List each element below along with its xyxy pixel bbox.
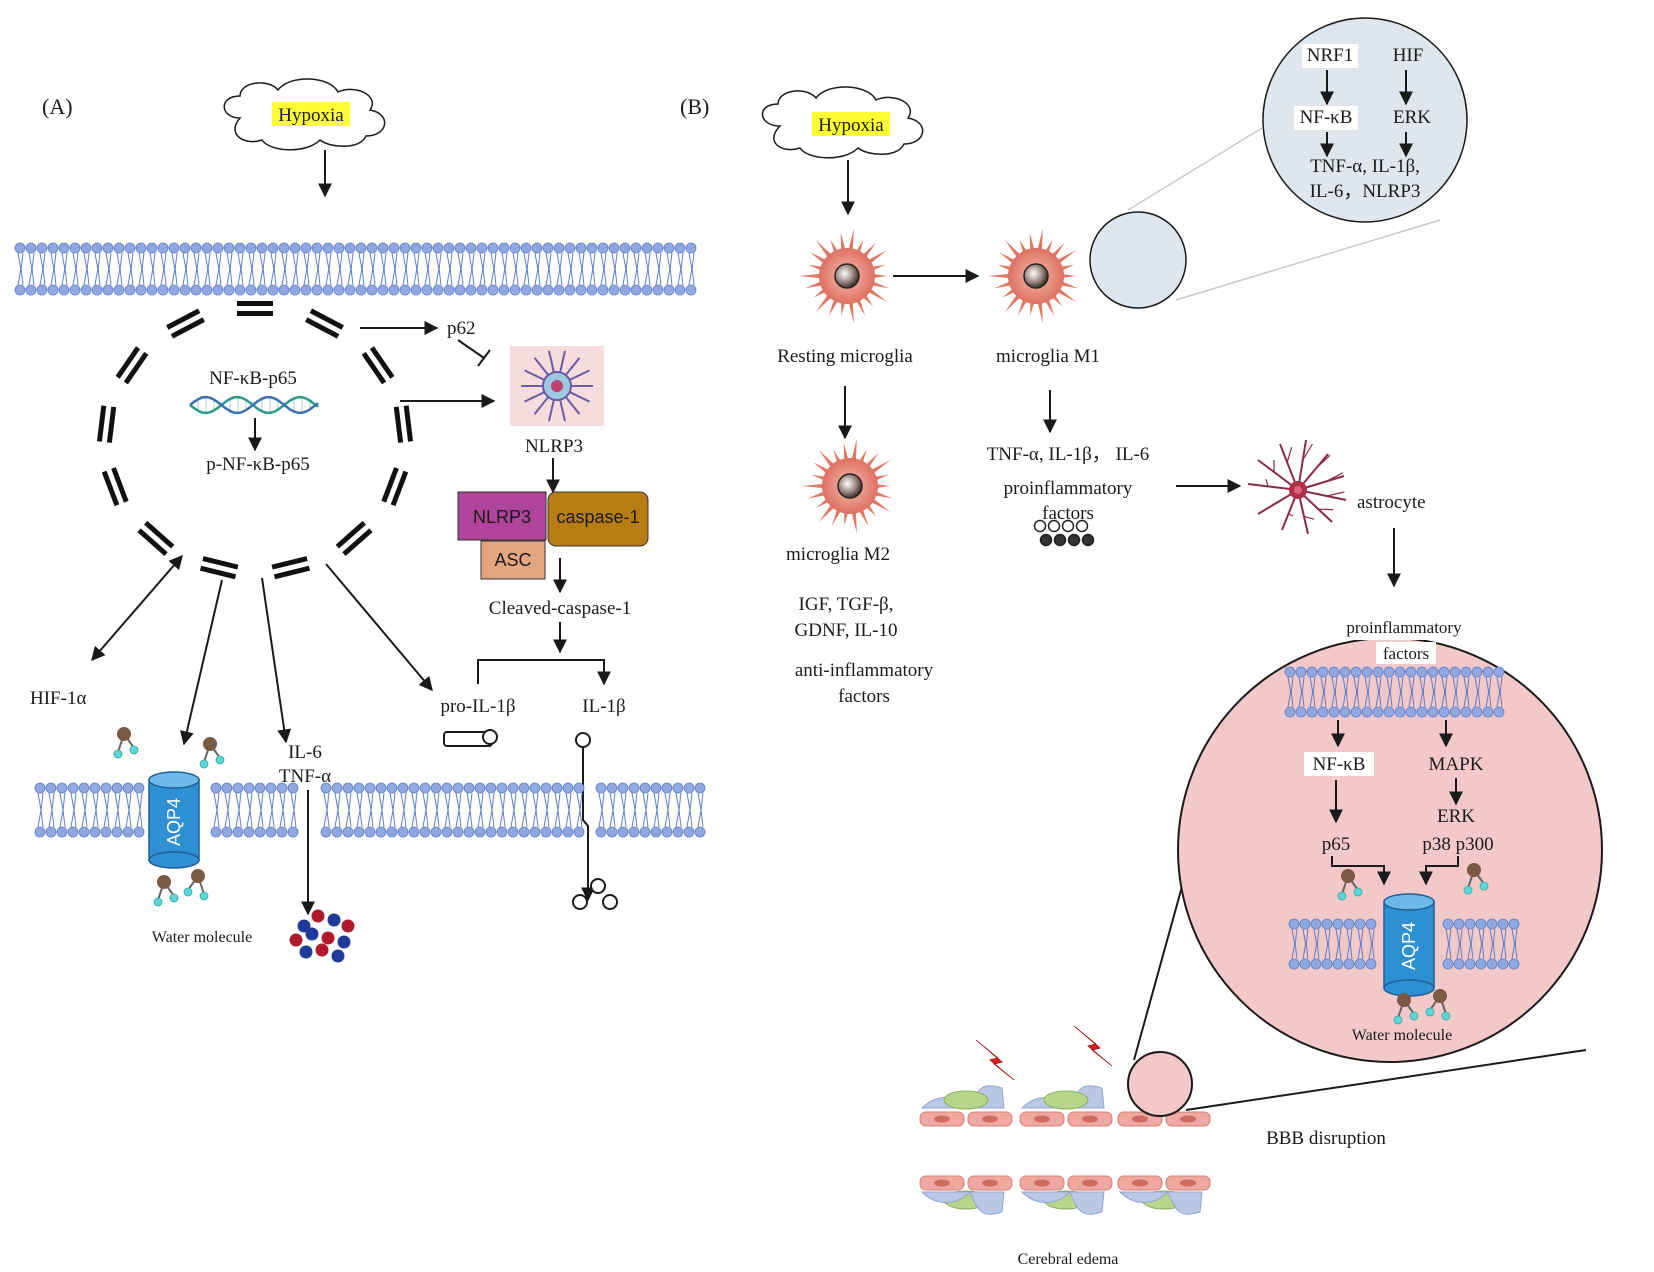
nlrp3-label: NLRP3	[525, 436, 583, 457]
astrocyte-cell	[1247, 439, 1347, 535]
hypoxia-highlight-a	[272, 102, 350, 126]
anti-inflammatory-line1: anti-inflammatory	[795, 660, 934, 681]
proinflammatory-line1: proinflammatory	[1004, 478, 1133, 499]
caspase-1-box-label: caspase-1	[556, 507, 639, 527]
aqp4-label-b: AQP4	[1399, 922, 1419, 970]
mapk-label: MAPK	[1429, 754, 1484, 775]
resting-microglia-cell	[799, 228, 890, 324]
zoom-line-upper	[1127, 127, 1263, 211]
hypoxia-cloud-b: Hypoxia	[761, 86, 924, 159]
microglia-m2-label: microglia M2	[786, 544, 890, 565]
panel-b-label: (B)	[680, 94, 709, 119]
zoom-circle-pink	[1177, 637, 1603, 1063]
resting-microglia-label: Resting microglia	[777, 346, 913, 367]
water-molecules-b	[1337, 863, 1489, 1025]
aqp4-label-a: AQP4	[164, 798, 184, 846]
zoom-pro-line1: proinflammatory	[1346, 618, 1462, 637]
il1b-label-a: IL-1β	[582, 696, 625, 717]
p65-label: p65	[1322, 834, 1351, 855]
astrocyte-membrane-top	[1284, 666, 1505, 718]
p62-label: p62	[447, 318, 476, 339]
arrow-to-pro-il1b	[325, 563, 433, 692]
m1-factors-label: TNF-α, IL-1β， IL-6	[987, 444, 1150, 465]
hif-label: HIF	[1393, 45, 1424, 66]
zoom-line-pink-right	[1185, 1049, 1587, 1111]
arrow-to-il6	[261, 577, 292, 744]
nlrp3-box-label: NLRP3	[473, 507, 531, 527]
zoom-line-lower	[1175, 219, 1441, 301]
arrow-hif1a	[91, 554, 183, 662]
caspase-1-box	[547, 491, 649, 547]
hypoxia-cloud-a: Hypoxia	[223, 78, 386, 151]
microglia-m1-label: microglia M1	[996, 346, 1100, 367]
secreted-cytokines	[289, 909, 355, 963]
pro-il1b-label: pro-IL-1β	[440, 696, 515, 717]
nrf1-label: NRF1	[1307, 45, 1353, 66]
arrow-il1b-secretion	[581, 748, 595, 902]
nrf1-bg	[1302, 44, 1358, 68]
cell-membrane-top	[14, 242, 697, 296]
asc-box	[480, 540, 546, 580]
microglia-m2-cell	[802, 438, 893, 534]
pro-il1b-icon	[443, 729, 498, 747]
water-label-a: Water molecule	[152, 929, 252, 946]
anti-inflammatory-line2: factors	[838, 686, 890, 707]
nuclear-envelope	[96, 301, 414, 580]
secreted-il1b	[572, 878, 618, 910]
inhibit-p62	[457, 339, 485, 359]
nfkb-bg-top	[1294, 106, 1358, 130]
arrow-p38-to-aqp4	[1419, 856, 1459, 886]
nlrp3-box	[457, 491, 547, 541]
zoom-pro-line2: factors	[1383, 644, 1429, 663]
nfkb-label-top: NF-κB	[1300, 107, 1353, 128]
cleaved-caspase-label: Cleaved-caspase-1	[489, 598, 631, 619]
pro2-bg-b	[1376, 642, 1436, 664]
dna-helix	[189, 395, 319, 415]
il1b-icon	[575, 732, 591, 748]
pro-bg-b	[1332, 616, 1476, 640]
p38-p300-label: p38 p300	[1422, 834, 1493, 855]
cerebral-edema-label: Cerebral edema	[1018, 1251, 1119, 1268]
nfkb-bg-b	[1304, 752, 1374, 776]
nfkb-p65-label: NF-κB-p65	[209, 368, 297, 389]
nfkb-label-b: NF-κB	[1313, 754, 1366, 775]
m2-factors-line1: IGF, TGF-β,	[799, 594, 894, 615]
water-molecules-a	[113, 727, 225, 907]
tnfa-label-a: TNF-α	[279, 766, 331, 787]
blood-brain-barrier	[919, 1025, 1211, 1215]
m2-factors-line2: GDNF, IL-10	[795, 620, 898, 641]
cell-membrane-bottom	[34, 782, 706, 838]
zoom-source-circle-top	[1089, 211, 1187, 309]
water-label-b: Water molecule	[1352, 1027, 1452, 1044]
zoom-source-circle-pink	[1127, 1051, 1193, 1117]
zoom-top-output-1: TNF-α, IL-1β,	[1310, 156, 1420, 177]
hypoxia-highlight-b	[812, 112, 890, 136]
nlrp3-inflammasome-icon	[510, 346, 604, 426]
asc-box-label: ASC	[494, 550, 531, 570]
arrow-p65-to-aqp4	[1331, 856, 1391, 886]
proinflammatory-dots	[1033, 519, 1095, 547]
panel-a-label: (A)	[42, 94, 73, 119]
inhibit-bar	[477, 349, 491, 367]
bracket-pro-to-il1b	[477, 659, 611, 686]
erk-label-b: ERK	[1437, 806, 1475, 827]
aqp4-channel-b: AQP4	[1383, 893, 1435, 997]
hypoxia-label-b: Hypoxia	[818, 115, 884, 136]
astrocyte-membrane-bottom	[1288, 918, 1520, 970]
proinflammatory-line2: factors	[1042, 503, 1094, 524]
microglia-m1-cell	[988, 228, 1079, 324]
zoom-top-output-2: IL-6，NLRP3	[1310, 181, 1421, 202]
astrocyte-label: astrocyte	[1357, 492, 1426, 513]
il6-label-a: IL-6	[288, 742, 322, 763]
arrow-to-aqp4	[180, 579, 223, 746]
bbb-disruption-label: BBB disruption	[1266, 1128, 1386, 1149]
hif1a-label: HIF-1α	[30, 688, 86, 709]
p-nfkb-p65-label: p-NF-κB-p65	[206, 454, 310, 475]
aqp4-channel-a: AQP4	[148, 771, 200, 869]
erk-label-top: ERK	[1393, 107, 1431, 128]
zoom-circle-top	[1262, 17, 1468, 223]
hypoxia-label-a: Hypoxia	[278, 105, 344, 126]
